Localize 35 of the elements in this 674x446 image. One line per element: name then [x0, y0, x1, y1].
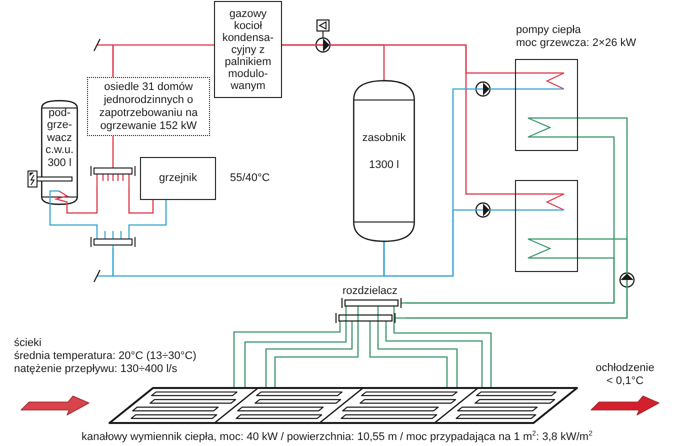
manifold-icon	[89, 166, 137, 186]
pipe-line	[265, 326, 353, 387]
pipe-line	[393, 326, 492, 387]
exchanger-caption: kanałowy wymiennik ciepła, moc: 40 kW / powierzchnia: 10,55 m / moc przypadająca na 1 m$^{2}$: 3,8 kW/m$^{2}$	[82, 431, 592, 444]
boiler-box: gazowy kocioł kondensa- cyjny z palnikiem modulo- wanym	[214, 1, 282, 98]
tank-label: zasobnik	[362, 132, 406, 144]
tank-label: 1300 l	[369, 159, 399, 172]
pipe-line	[112, 136, 114, 166]
cooling-note: ochłodzenie < 0,1°C	[594, 362, 656, 387]
temperature-label: 55/40°C	[230, 172, 270, 184]
pipe-line	[128, 200, 167, 231]
pipe-line	[112, 44, 214, 77]
pipe-line	[128, 186, 154, 214]
pipe-line	[282, 38, 515, 195]
manifold-icon	[89, 231, 137, 248]
pipe-line	[49, 205, 98, 231]
pipe-line	[406, 238, 634, 319]
load-box: osiedle 31 domów jednorodzinnych o zapotrzebowaniu na ogrzewanie 152 kW	[87, 77, 210, 136]
manifold-label: rozdzielacz	[342, 285, 398, 298]
flow-rate-note: natężenie przepływu: 130÷400 l/s	[14, 363, 178, 376]
heat-pump-heading: pompy ciepła	[516, 24, 581, 36]
heat-pump-box	[515, 180, 578, 272]
heat-pump-box	[515, 59, 578, 151]
pipe-line	[385, 326, 483, 387]
pipe-line	[66, 186, 98, 214]
pipe-line	[406, 257, 615, 304]
pipe-line	[383, 204, 515, 277]
pipe-line	[274, 326, 359, 387]
power-note: moc grzewcza: 2×26 kW	[516, 37, 636, 50]
temperature-note: średnia temperatura: 20°C (13÷30°C)	[14, 350, 196, 362]
pipe-line	[377, 326, 458, 387]
radiator-box: grzejnik	[140, 157, 216, 200]
pipe-line	[369, 326, 448, 387]
tank-label: pod- grze- wacz c.w.u. 300 l	[45, 107, 74, 170]
sewage-heading: ścieki	[14, 337, 42, 350]
